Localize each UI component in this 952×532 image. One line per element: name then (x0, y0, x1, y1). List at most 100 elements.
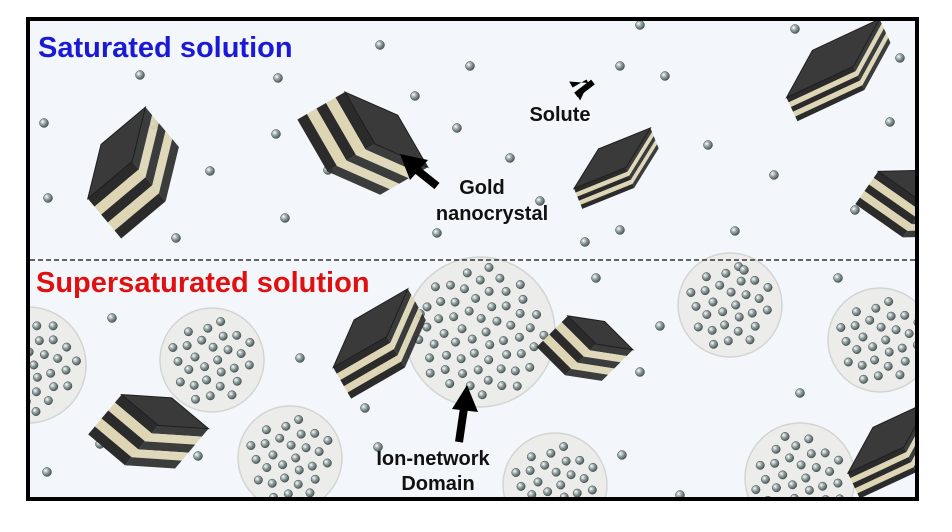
solute-particle-icon (310, 428, 320, 438)
solute-particle-icon (871, 303, 881, 313)
solute-particle-icon (469, 348, 479, 358)
solute-particle-icon (236, 349, 246, 359)
solute-particle-icon (816, 509, 824, 517)
solute-particle-icon (175, 377, 185, 387)
saturated-solution-title: Saturated solution (38, 32, 293, 64)
solute-arrow-shaft (574, 79, 595, 98)
solute-particle-icon (700, 286, 710, 296)
solute-particle-icon (32, 372, 42, 382)
solute-particle-icon (422, 322, 432, 332)
solute-particle-icon (806, 449, 816, 459)
solute-particle-icon (501, 301, 511, 311)
solute-particle-icon (747, 308, 757, 318)
solute-particle-icon (72, 356, 81, 366)
solute-particle-icon (525, 323, 535, 333)
solute-particle-icon (484, 263, 494, 272)
solute-particle-icon (754, 294, 764, 304)
solute-particle-icon (46, 368, 56, 378)
solute-particle-icon (912, 341, 915, 349)
solute-particle-icon (900, 356, 910, 366)
solute-particle-icon (761, 474, 770, 484)
solute-particle-icon (876, 322, 886, 332)
solute-particle-icon (660, 71, 670, 81)
solute-particle-icon (525, 466, 535, 476)
solute-particle-icon (764, 495, 771, 497)
solute-particle-icon (904, 329, 914, 339)
solute-particle-icon (278, 460, 288, 470)
solute-particle-icon (900, 310, 910, 320)
solute-particle-icon (708, 297, 718, 307)
solute-particle-icon (702, 310, 712, 320)
solute-particle-icon (244, 360, 254, 370)
solute-particle-icon (721, 268, 731, 278)
solute-particle-icon (835, 494, 844, 497)
solute-particle-icon (464, 306, 474, 316)
solute-particle-icon (442, 350, 451, 360)
solute-particle-icon (107, 313, 117, 323)
solute-particle-icon (271, 129, 281, 139)
solute-particle-icon (822, 495, 830, 497)
solute-particle-icon (495, 273, 505, 283)
solute-particle-icon (512, 381, 522, 391)
solute-particle-icon (296, 429, 306, 439)
solute-particle-icon (615, 225, 625, 235)
solute-particle-icon (449, 312, 459, 322)
solute-particle-icon (245, 338, 255, 347)
solute-particle-icon (741, 290, 751, 300)
solute-particle-icon (795, 388, 805, 398)
solute-particle-icon (850, 321, 860, 331)
solute-particle-icon (718, 307, 728, 317)
solute-particle-icon (515, 332, 524, 342)
gold-nanocrystal-icon (785, 21, 891, 122)
solute-particle-icon (457, 324, 467, 334)
solute-particle-icon (53, 354, 63, 363)
ion-network-domains (9, 252, 915, 522)
solute-particle-icon (734, 312, 744, 322)
solute-particle-icon (295, 353, 305, 363)
solute-particle-icon (527, 490, 537, 497)
solute-particle-icon (779, 514, 787, 522)
solute-particle-icon (496, 364, 506, 374)
solute-particle-icon (519, 503, 527, 511)
solute-particle-icon (772, 483, 781, 493)
solute-particle-icon (31, 387, 41, 397)
solute-particle-icon (726, 287, 736, 297)
solute-particle-icon (518, 294, 528, 304)
solute-particle-icon (31, 407, 41, 416)
solute-particle-icon (208, 342, 218, 352)
gold-nanocrystal-arrow-icon (400, 154, 440, 190)
solute-particle-icon (895, 53, 905, 63)
solute-particle-icon (291, 453, 301, 463)
solute-particle-icon (587, 485, 597, 495)
solute-particle-icon (293, 479, 303, 489)
solute-particle-icon (213, 355, 223, 365)
gold-label-line1: Gold (459, 177, 505, 199)
solute-particle-icon (62, 342, 72, 352)
solute-particle-icon (205, 166, 215, 176)
solute-particle-icon (852, 345, 862, 355)
solute-particle-icon (462, 268, 472, 278)
solute-particle-icon (476, 314, 486, 323)
solute-particle-icon (675, 490, 685, 497)
solute-particle-icon (841, 336, 851, 346)
solute-particle-icon (703, 140, 713, 150)
gold-nanocrystal-icon (572, 126, 659, 209)
solute-particle-icon (61, 365, 71, 375)
solute-particle-icon (458, 369, 468, 379)
solute-particle-icon (751, 485, 761, 495)
gold-nanocrystal-icon (88, 393, 210, 469)
solute-particle-icon (865, 315, 875, 325)
solute-particle-icon (762, 305, 772, 315)
solute-particle-icon (9, 319, 17, 327)
solute-particle-icon (895, 370, 905, 380)
solute-particle-icon (796, 460, 806, 470)
solute-particle-icon (731, 300, 741, 310)
solute-particle-icon (580, 237, 590, 247)
solute-particle-icon (755, 460, 765, 470)
solute-particle-icon (707, 325, 717, 335)
solute-particle-icon (314, 447, 324, 457)
solute-particle-icon (269, 492, 278, 497)
solute-particle-icon (260, 439, 270, 449)
solute-particle-icon (261, 425, 271, 435)
solute-particle-icon (475, 275, 485, 285)
